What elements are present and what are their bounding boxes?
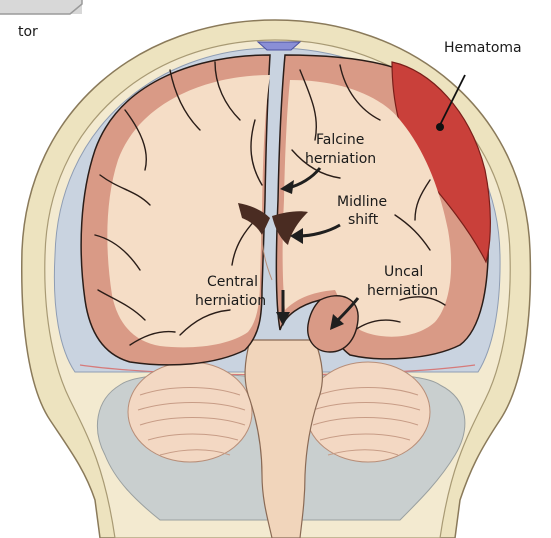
window-corner-fragment: tor xyxy=(0,0,82,40)
clipped-text: tor xyxy=(18,24,38,40)
uncal-label-line2: herniation xyxy=(367,283,438,299)
uncal-label-line1: Uncal xyxy=(384,264,423,280)
midline-label-line1: Midline xyxy=(337,194,387,210)
central-label-line1: Central xyxy=(207,274,258,290)
midline-label-line2: shift xyxy=(348,212,379,228)
falcine-label-line1: Falcine xyxy=(316,132,364,148)
falcine-label-line2: herniation xyxy=(305,151,376,167)
hematoma-label: Hematoma xyxy=(444,40,522,56)
central-label-line2: herniation xyxy=(195,293,266,309)
